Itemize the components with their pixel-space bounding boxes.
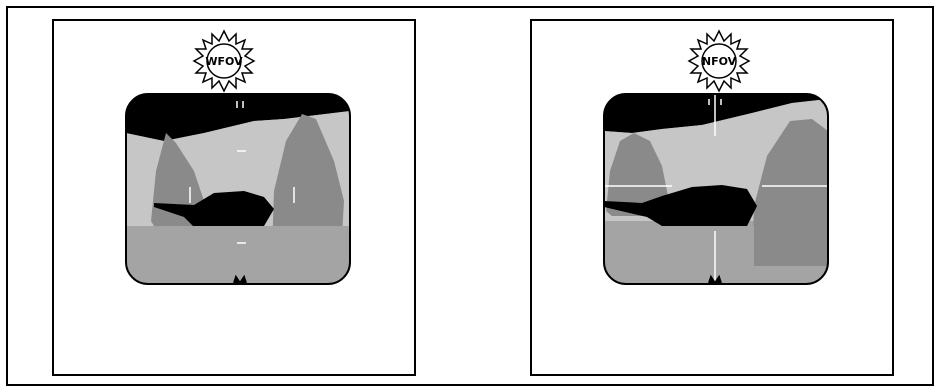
wfov-sun-badge: WFOV	[194, 31, 254, 91]
nfov-label: NFOV	[702, 55, 737, 68]
nfov-sun-badge: NFOV	[689, 31, 749, 91]
nfov-viewport	[604, 94, 828, 284]
wfov-label: WFOV	[205, 55, 243, 68]
nfov-panel: NFOV	[530, 19, 894, 376]
nfov-scene: NFOV	[532, 21, 896, 378]
foreground	[604, 226, 754, 284]
wfov-panel: WFOV	[52, 19, 416, 376]
foreground	[126, 226, 350, 284]
wfov-scene: WFOV	[54, 21, 418, 378]
wfov-viewport	[126, 94, 350, 284]
